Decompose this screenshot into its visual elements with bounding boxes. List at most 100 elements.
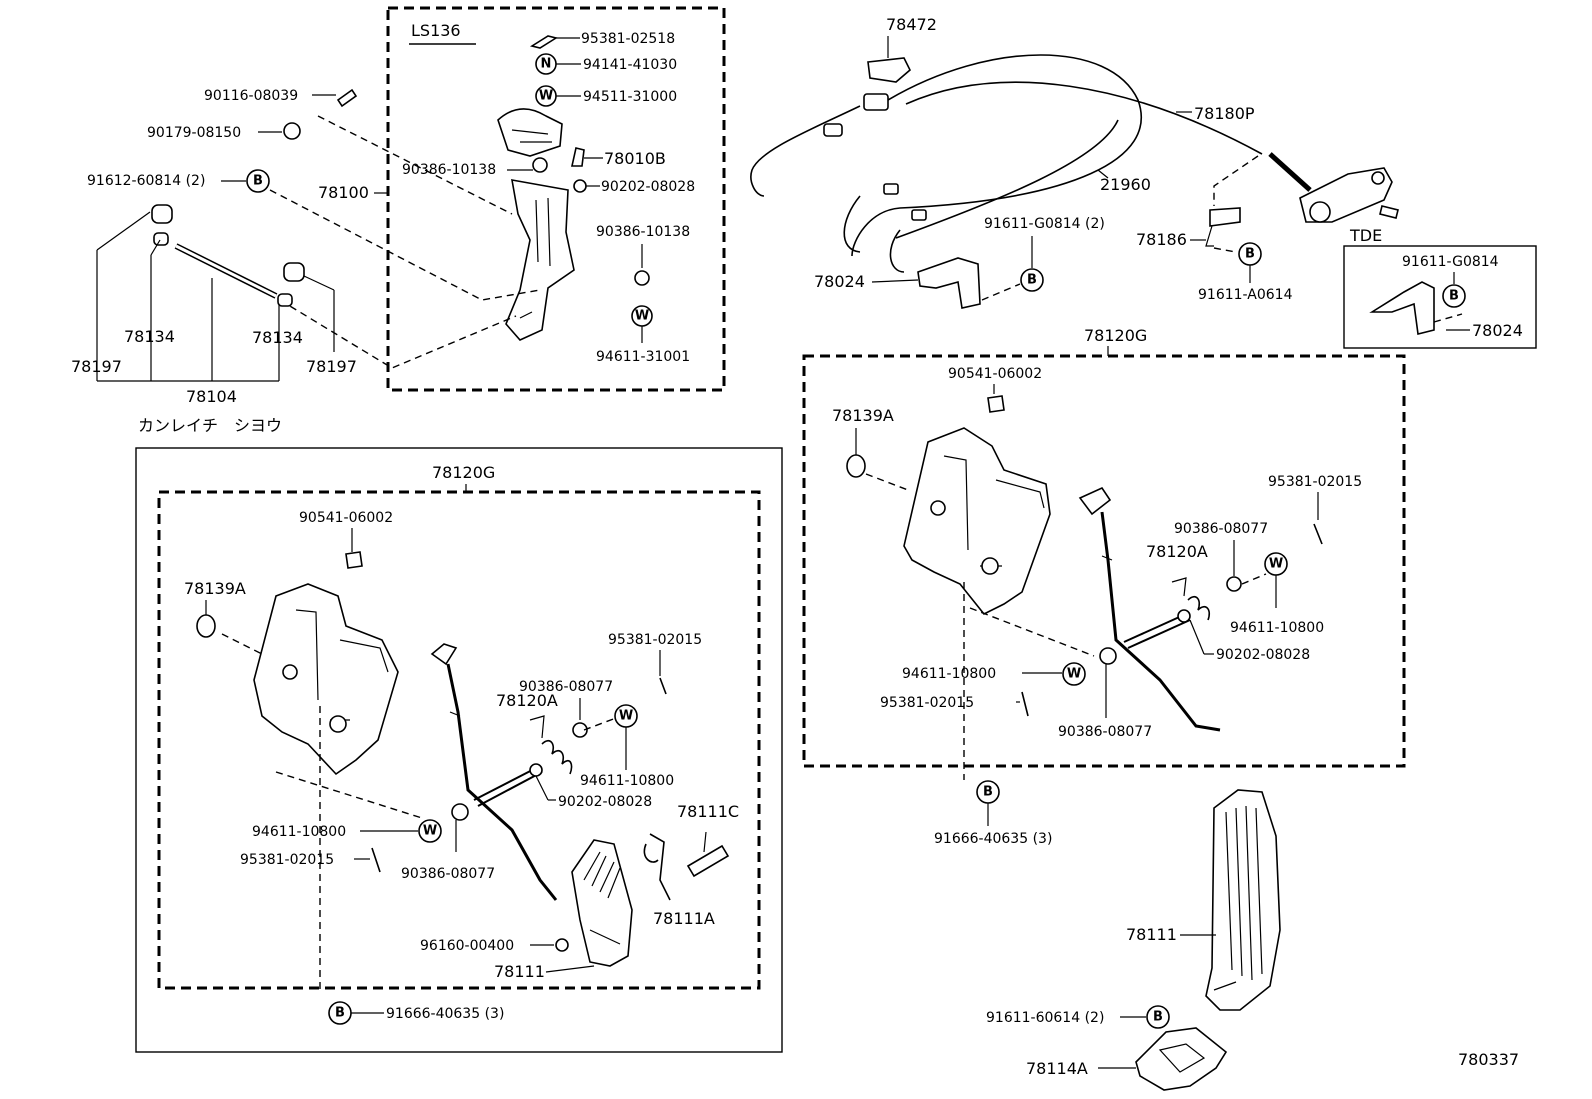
part-90386-10138-b[interactable]: 90386-10138 (596, 224, 690, 240)
part-78024[interactable]: 78024 (814, 272, 865, 291)
lower-left-group: 78120G 90541-06002 78139A 78120A 90386-0… (135, 447, 783, 1053)
part-78100[interactable]: 78100 (318, 183, 369, 202)
part-78111-left[interactable]: 78111 (494, 962, 545, 981)
part-94611-10800-right-b[interactable]: 94611-10800 (902, 666, 996, 682)
pedal-arm-pivot-right (1078, 486, 1112, 516)
part-78104[interactable]: 78104 (186, 387, 237, 406)
right-dashed-frame (802, 354, 1406, 768)
part-91611-g0814[interactable]: 91611-G0814 (1402, 254, 1499, 270)
bracket-78024-part (917, 257, 981, 309)
svg-text:B: B (1153, 1010, 1163, 1025)
part-95381-02518[interactable]: 95381-02518 (581, 31, 675, 47)
right-group: 78120G 90541-06002 78139A 78120A 90386-0… (802, 326, 1519, 1091)
part-94141-41030[interactable]: 94141-41030 (583, 57, 677, 73)
tde-frame (1343, 245, 1537, 349)
part-91611-60614[interactable]: 91611-60614 (2) (986, 1010, 1104, 1026)
part-90116-08039[interactable]: 90116-08039 (204, 88, 298, 104)
part-90179-08150[interactable]: 90179-08150 (147, 125, 241, 141)
bushing-part-a (151, 204, 173, 224)
cable-group: 78472 78180P 21960 78186 B 9161 (750, 15, 1399, 309)
svg-text:W: W (635, 309, 649, 324)
upper-left-group: 90116-08039 90179-08150 91612-60814 (2) … (71, 88, 541, 435)
part-78111-right[interactable]: 78111 (1126, 925, 1177, 944)
part-78472[interactable]: 78472 (886, 15, 937, 34)
part-78197-a[interactable]: 78197 (71, 357, 122, 376)
part-90386-08077-right-a[interactable]: 90386-08077 (1174, 521, 1268, 537)
svg-text:B: B (335, 1006, 345, 1021)
cable-outer-lower (895, 119, 1119, 239)
lower-left-dashed-frame (157, 490, 761, 990)
cable-outer-upper (851, 54, 1143, 257)
tde-group: TDE 91611-G0814 B 78024 (1343, 226, 1537, 349)
n-symbol-letter: N (541, 57, 552, 72)
ls136-label: LS136 (411, 21, 461, 40)
part-91666-40635-left[interactable]: 91666-40635 (3) (386, 1006, 504, 1022)
part-95381-02015-left-a[interactable]: 95381-02015 (608, 632, 702, 648)
variant-note: カンレイチ シヨウ (138, 416, 282, 435)
bolt-part (336, 88, 358, 108)
nut-part (283, 122, 301, 140)
part-90202-08028-ls[interactable]: 90202-08028 (601, 179, 695, 195)
part-91611-a0614[interactable]: 91611-A0614 (1198, 287, 1293, 303)
part-90202-08028-right[interactable]: 90202-08028 (1216, 647, 1310, 663)
part-21960[interactable]: 21960 (1100, 175, 1151, 194)
pedal-bracket-right (903, 427, 1051, 616)
part-78139a-right[interactable]: 78139A (832, 406, 894, 425)
pedal-arm-pivot (430, 643, 458, 666)
part-90541-06002-right[interactable]: 90541-06002 (948, 366, 1042, 382)
part-91666-40635-right[interactable]: 91666-40635 (3) (934, 831, 1052, 847)
tde-bracket-part (1369, 281, 1435, 335)
part-94511-31000[interactable]: 94511-31000 (583, 89, 677, 105)
part-78134-b[interactable]: 78134 (252, 328, 303, 347)
pedal-pad-left (571, 839, 633, 967)
part-78120a-right[interactable]: 78120A (1146, 542, 1208, 561)
part-78186[interactable]: 78186 (1136, 230, 1187, 249)
part-78197-b[interactable]: 78197 (306, 357, 357, 376)
cable-inner-run (905, 81, 1263, 155)
svg-text:B: B (1245, 247, 1255, 262)
part-78180p[interactable]: 78180P (1194, 104, 1255, 123)
part-78114a[interactable]: 78114A (1026, 1059, 1088, 1078)
svg-text:B: B (253, 174, 263, 189)
part-78111c-left[interactable]: 78111C (677, 802, 739, 821)
part-96160-00400-left[interactable]: 96160-00400 (420, 938, 514, 954)
pedal-pad-right (1205, 789, 1281, 1011)
part-90202-08028-left[interactable]: 90202-08028 (558, 794, 652, 810)
part-91611-g0814-2[interactable]: 91611-G0814 (2) (984, 216, 1105, 232)
part-90386-08077-right-b[interactable]: 90386-08077 (1058, 724, 1152, 740)
svg-text:B: B (983, 785, 993, 800)
part-90386-08077-left-a[interactable]: 90386-08077 (519, 679, 613, 695)
part-78120g-left[interactable]: 78120G (432, 463, 495, 482)
part-78139a-left[interactable]: 78139A (184, 579, 246, 598)
part-95381-02015-right-b[interactable]: 95381-02015 (880, 695, 974, 711)
cable-end-left (750, 105, 861, 197)
part-94611-10800-left-b[interactable]: 94611-10800 (252, 824, 346, 840)
bracket-part (505, 179, 575, 341)
svg-text:B: B (1027, 273, 1037, 288)
ls136-group: LS136 95381-02518 N 94141-41030 W 94511-… (386, 6, 726, 392)
part-78024-tde[interactable]: 78024 (1472, 321, 1523, 340)
part-94611-10800-right-a[interactable]: 94611-10800 (1230, 620, 1324, 636)
part-78010b[interactable]: 78010B (604, 149, 666, 168)
tde-label: TDE (1349, 226, 1382, 245)
part-90386-08077-left-b[interactable]: 90386-08077 (401, 866, 495, 882)
pedal-bracket-left (253, 583, 399, 776)
svg-text:B: B (1449, 289, 1459, 304)
w-symbol-letter: W (539, 89, 553, 104)
part-78120g-right[interactable]: 78120G (1084, 326, 1147, 345)
part-94611-31001[interactable]: 94611-31001 (596, 349, 690, 365)
part-95381-02015-left-b[interactable]: 95381-02015 (240, 852, 334, 868)
part-90386-10138-a[interactable]: 90386-10138 (402, 162, 496, 178)
part-90541-06002-left[interactable]: 90541-06002 (299, 510, 393, 526)
svg-text:W: W (1269, 557, 1283, 572)
svg-text:W: W (619, 709, 633, 724)
part-78111a-left[interactable]: 78111A (653, 909, 715, 928)
part-94611-10800-left-a[interactable]: 94611-10800 (580, 773, 674, 789)
part-91612-60814[interactable]: 91612-60814 (2) (87, 173, 205, 189)
part-78134-a[interactable]: 78134 (124, 327, 175, 346)
part-95381-02015-right-a[interactable]: 95381-02015 (1268, 474, 1362, 490)
part-78120a-left[interactable]: 78120A (496, 691, 558, 710)
clip-78186-part (1209, 207, 1241, 227)
ls136-dashed-frame (386, 6, 726, 392)
